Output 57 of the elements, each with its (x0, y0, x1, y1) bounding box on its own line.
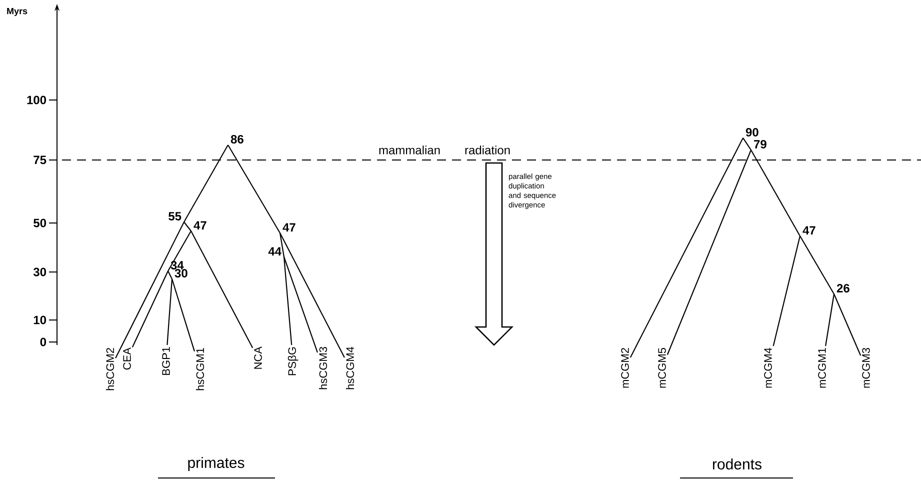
leaf-label: mCGM3 (862, 348, 870, 388)
leaf-label: mCGM2 (621, 348, 629, 388)
annotation: radiation (465, 146, 510, 154)
node-age: 26 (836, 284, 850, 292)
branch-line (171, 278, 195, 352)
tick-label: 0 (40, 338, 46, 346)
branch-line (184, 144, 228, 222)
leaf-label: CEA (123, 348, 131, 370)
group-title: primates (188, 457, 244, 471)
branch-line (168, 270, 172, 280)
branch-line (630, 138, 744, 358)
branch-line (190, 230, 254, 348)
group-title: rodents (712, 458, 762, 470)
node-age: 47 (802, 226, 816, 234)
tick-label: 50 (34, 218, 46, 228)
leaf-label: mCGM1 (818, 348, 826, 388)
branch-line (166, 278, 173, 346)
node-age: 44 (268, 247, 282, 256)
tick-label: 75 (34, 156, 46, 164)
branch-line (742, 138, 752, 150)
branch-line (280, 232, 345, 358)
branch-line (800, 236, 834, 294)
branch-line (834, 294, 862, 356)
node-age: 34 (170, 260, 184, 270)
leaf-label: mCGM5 (658, 348, 666, 388)
branch-line (750, 150, 800, 236)
leaf-label: hsCGM1 (196, 348, 204, 390)
branch-line (184, 222, 192, 232)
branch-line (168, 230, 192, 272)
node-age: 47 (282, 223, 296, 232)
leaf-label: hsCGM2 (106, 348, 114, 390)
node-age: 47 (194, 221, 206, 230)
leaf-label: hsCGM3 (318, 346, 328, 390)
leaf-label: BGP1 (162, 347, 170, 375)
leaf-label: mCGM4 (764, 348, 772, 388)
branch-line (132, 270, 168, 348)
node-age: 30 (174, 268, 188, 278)
branch-line (283, 256, 292, 346)
tick-label: 10 (34, 316, 46, 324)
node-age: 79 (754, 140, 766, 148)
node-age: 90 (746, 128, 758, 136)
branch-line (228, 144, 280, 234)
branch-line (283, 256, 318, 353)
branch-line (666, 150, 752, 355)
branch-line (115, 222, 184, 358)
leaf-label: PSβG (288, 347, 298, 376)
branch-line (279, 232, 285, 258)
node-age: 86 (230, 135, 244, 144)
annotation: mammalian (379, 146, 440, 154)
branch-line (825, 294, 835, 346)
leaf-label: NCA (254, 346, 262, 369)
node-age: 55 (168, 212, 182, 220)
branch-line (772, 236, 801, 346)
leaf-label: hsCGM4 (346, 346, 354, 390)
tick-label: 100 (27, 96, 46, 104)
tick-label: 30 (33, 268, 46, 276)
axis-title: Myrs (7, 8, 28, 16)
